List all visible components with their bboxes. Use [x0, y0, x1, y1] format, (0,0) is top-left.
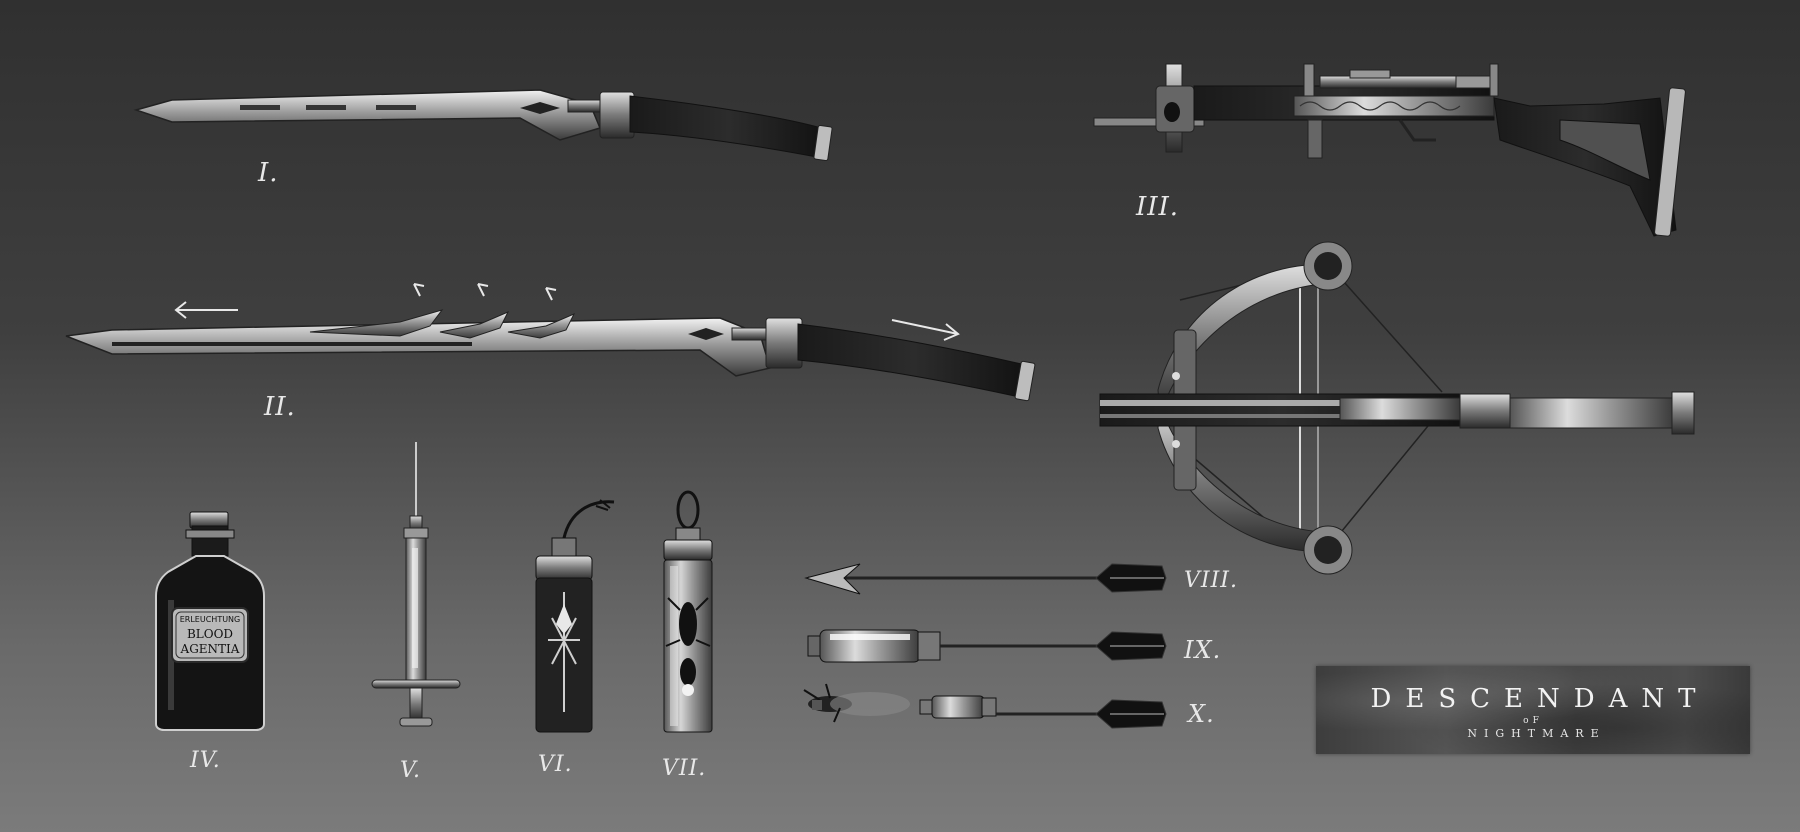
logo-subtitle: NIGHTMARE: [1467, 727, 1606, 740]
label-viii: VIII.: [1184, 568, 1238, 593]
label-ii: II.: [264, 392, 296, 422]
label-vii: VII.: [662, 756, 707, 781]
bottle-label-line2: AGENTIA: [180, 642, 240, 656]
label-ix: IX.: [1184, 636, 1222, 664]
rifle-iii-icon: [1093, 63, 1686, 237]
sword-i-icon: [133, 89, 833, 162]
logo-of: oF: [1523, 716, 1543, 726]
label-i: I.: [258, 158, 279, 188]
canister-icon: [535, 499, 615, 733]
insect-vial-icon: [663, 490, 713, 733]
syringe-icon: [371, 442, 461, 727]
sword-ii-extended-icon: [65, 283, 1036, 402]
blood-bottle-icon: [155, 511, 265, 731]
label-vi: VI.: [538, 752, 573, 777]
label-iii: III.: [1136, 192, 1180, 222]
bottle-small-label: ERLEUCHTUNG: [180, 615, 241, 624]
game-logo: DESCENDANT oF NIGHTMARE: [1316, 666, 1750, 754]
logo-title: DESCENDANT: [1370, 684, 1710, 714]
arrow-ix-icon: [807, 629, 1167, 663]
bottle-label-line1: BLOOD: [187, 627, 233, 641]
arrow-viii-icon: [804, 563, 1167, 595]
label-v: V.: [400, 758, 422, 783]
arrow-x-icon: [803, 683, 1167, 729]
label-x: X.: [1188, 700, 1215, 728]
label-iv: IV.: [190, 748, 221, 773]
crossbow-icon: [1099, 241, 1695, 575]
